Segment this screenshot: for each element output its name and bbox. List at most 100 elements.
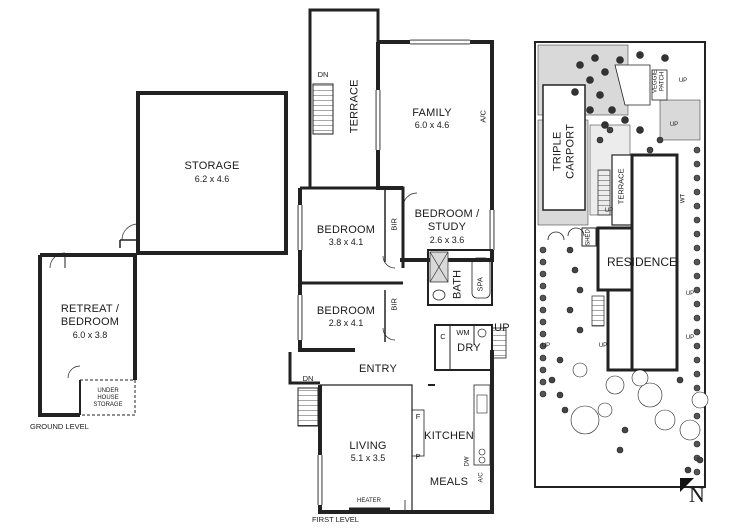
- shrub: [539, 270, 547, 278]
- shrub: [566, 306, 574, 314]
- shrub: [693, 188, 701, 196]
- entry-stairs: [297, 387, 319, 427]
- site-up-label-6: UP: [598, 343, 608, 349]
- garden-plantings: [539, 51, 709, 476]
- bir2-label: BIR: [389, 298, 399, 311]
- family-ac-label: A/C: [478, 110, 488, 123]
- entry-walls: [288, 352, 320, 385]
- carport-label-1: TRIPLE: [551, 131, 564, 172]
- shrub: [576, 61, 584, 69]
- shrub: [693, 146, 701, 154]
- bedroom2-label: BEDROOM: [316, 305, 376, 317]
- ground-level-caption: GROUND LEVEL: [30, 422, 89, 431]
- shrub: [539, 294, 547, 302]
- bath-walls: [427, 249, 493, 306]
- shrub: [539, 306, 547, 314]
- shrub: [693, 258, 701, 266]
- heater-label: HEATER: [357, 498, 381, 504]
- veggie-label-1: VEGGIE: [652, 69, 659, 93]
- shrub: [636, 51, 644, 59]
- north-arrow: [680, 478, 694, 492]
- shrub: [679, 419, 701, 441]
- shrub: [656, 136, 664, 144]
- bath-label: BATH: [451, 269, 464, 299]
- laundry-up-label: UP: [494, 322, 510, 334]
- terrace-walls: [308, 8, 380, 188]
- shrub: [696, 456, 704, 464]
- shrub: [693, 370, 701, 378]
- first-level-plan: [288, 8, 507, 514]
- shrub: [693, 356, 701, 364]
- meals-label: MEALS: [429, 476, 469, 488]
- shrub: [601, 68, 609, 76]
- shrub: [539, 282, 547, 290]
- ground-level-plan: [38, 91, 288, 417]
- shrub: [570, 405, 600, 435]
- shrub: [596, 91, 604, 99]
- shrub: [539, 258, 547, 266]
- shrub: [539, 330, 547, 338]
- shrub: [693, 174, 701, 182]
- cupboard-label: C: [440, 332, 446, 341]
- under-house-label-2: HOUSE: [97, 395, 119, 401]
- shrub: [561, 406, 569, 414]
- shed-label: SHED: [585, 229, 592, 246]
- spa-label: SPA: [475, 277, 485, 292]
- living-label: LIVING: [349, 440, 387, 452]
- shrub: [621, 116, 629, 124]
- shrub: [571, 266, 579, 274]
- shrub: [693, 384, 701, 392]
- north-label: N: [689, 482, 705, 507]
- dw-label: DW: [464, 456, 471, 467]
- living-walls: [318, 350, 494, 514]
- shrub: [539, 318, 547, 326]
- shrub: [586, 76, 594, 84]
- shrub: [539, 378, 547, 386]
- bir1-label: BIR: [389, 218, 399, 231]
- shrub: [606, 126, 614, 134]
- study-dims: 2.6 x 3.6: [429, 235, 465, 245]
- shrub: [684, 466, 692, 474]
- shrub: [661, 54, 669, 62]
- study-label-1: BEDROOM /: [414, 208, 480, 220]
- bedroom1-label: BEDROOM: [316, 224, 376, 236]
- shrub: [636, 126, 644, 134]
- bedroom1-dims: 3.8 x 4.1: [328, 237, 364, 247]
- shrub: [591, 54, 599, 62]
- shrub: [693, 314, 701, 322]
- site-plan: [534, 41, 709, 488]
- entry-dn-label: DN: [302, 374, 314, 383]
- shrub: [608, 106, 616, 114]
- shrub: [539, 366, 547, 374]
- residence-outline: [630, 153, 679, 372]
- shrub: [576, 326, 584, 334]
- shrub: [693, 286, 701, 294]
- shrub: [596, 136, 604, 144]
- shrub: [693, 440, 701, 448]
- site-up-label-3: UP: [604, 208, 614, 214]
- shrub: [693, 244, 701, 252]
- shrub: [597, 402, 613, 418]
- retreat-label-1: RETREAT /: [60, 303, 120, 315]
- carport: [542, 84, 586, 211]
- shrub: [637, 382, 663, 408]
- storage-dims: 6.2 x 4.6: [194, 174, 230, 184]
- shrub: [572, 362, 588, 378]
- shrub: [676, 376, 684, 384]
- shrub: [616, 56, 624, 64]
- shrub: [601, 121, 609, 129]
- site-terrace-label: TERRACE: [616, 168, 626, 205]
- shrub: [693, 328, 701, 336]
- site-up-label-7: UP: [541, 343, 551, 349]
- site-up-label-5: UP: [685, 335, 695, 341]
- first-level-caption: FIRST LEVEL: [312, 515, 359, 524]
- shrub: [693, 230, 701, 238]
- kitchen-label: KITCHEN: [424, 430, 474, 442]
- shrub: [616, 446, 624, 454]
- terrace-stairs: [312, 83, 334, 135]
- shrub: [693, 412, 701, 420]
- under-house-label-3: STORAGE: [93, 402, 123, 408]
- retreat-room-walls: [38, 253, 137, 417]
